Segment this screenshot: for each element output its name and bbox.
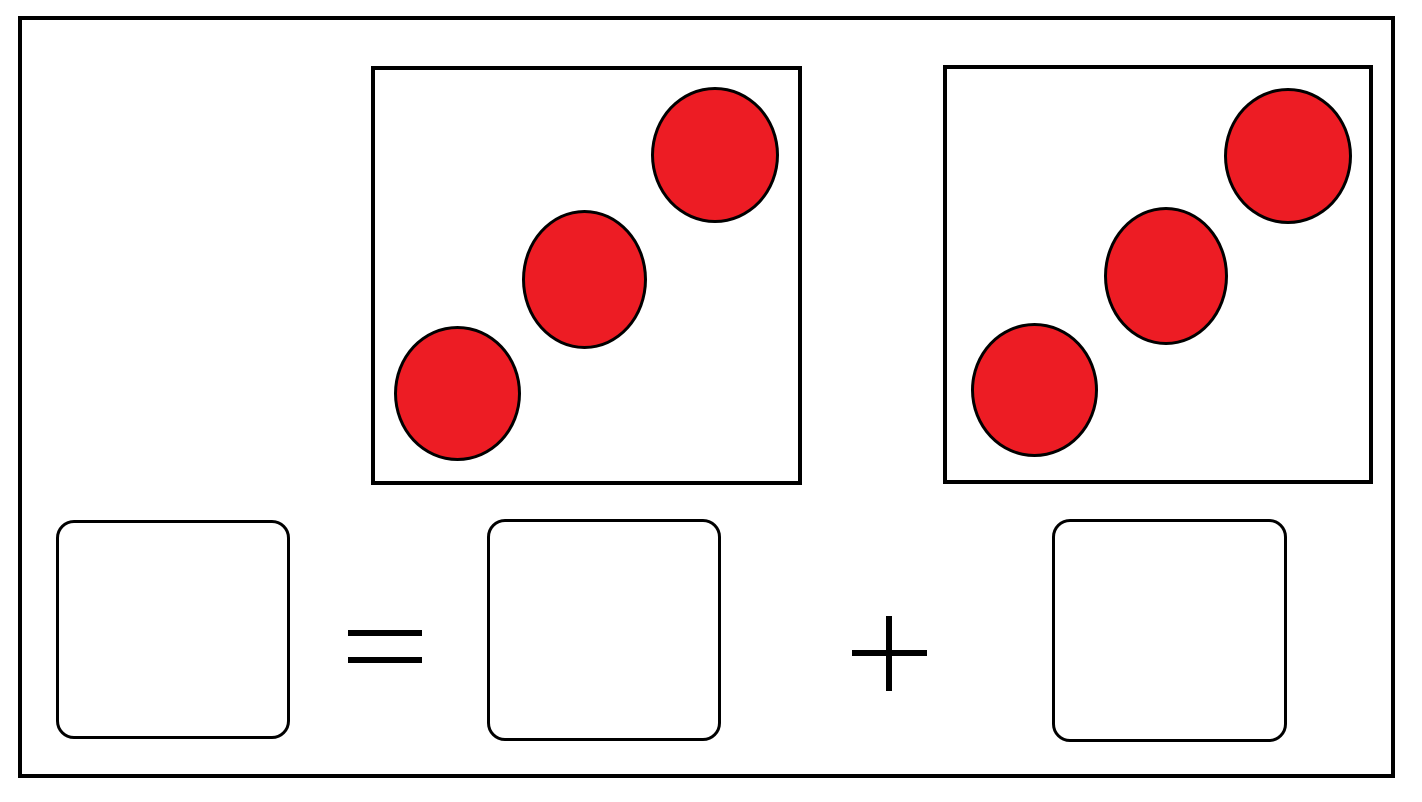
red-counter-dot (394, 326, 521, 461)
dot-group-right (943, 65, 1373, 484)
red-counter-dot (1104, 207, 1228, 345)
red-counter-dot (522, 210, 647, 349)
red-counter-dot (1224, 88, 1352, 224)
dot-group-left (371, 66, 802, 485)
first-addend-answer-box[interactable] (487, 519, 721, 741)
equals-sign-icon (348, 630, 422, 663)
red-counter-dot (971, 323, 1098, 457)
red-counter-dot (651, 87, 779, 223)
second-addend-answer-box[interactable] (1052, 519, 1287, 742)
plus-sign-icon (852, 616, 927, 691)
worksheet-frame (18, 16, 1395, 778)
total-answer-box[interactable] (56, 520, 290, 739)
